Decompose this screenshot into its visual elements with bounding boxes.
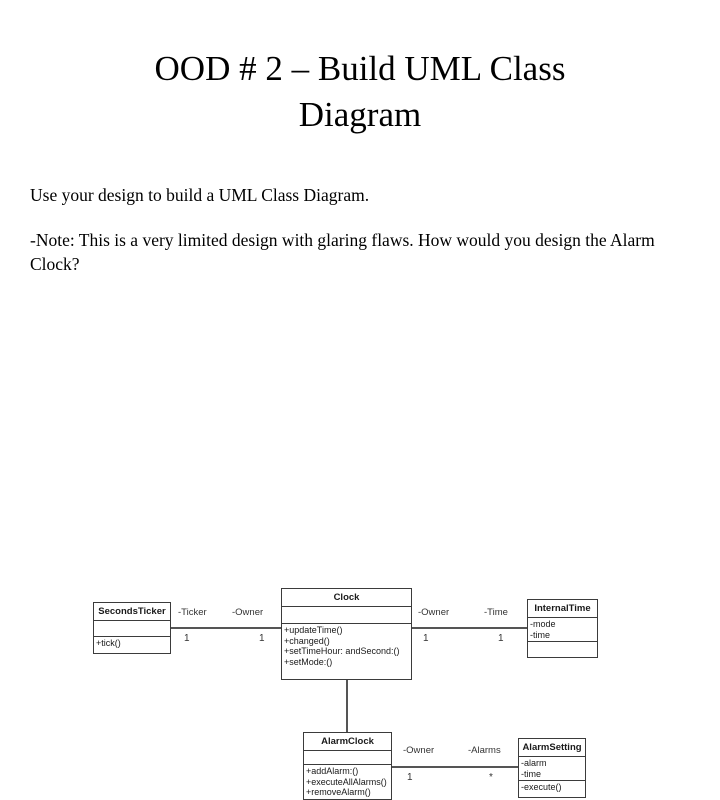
association-line-clock-internaltime — [412, 627, 528, 629]
uml-operations-alarmsetting: -execute() — [519, 781, 585, 797]
uml-class-alarmsetting: AlarmSetting -alarm -time -execute() — [518, 738, 586, 798]
body-paragraph-note: -Note: This is a very limited design wit… — [30, 230, 655, 274]
association-multiplicity-alarmclock-owner: 1 — [407, 772, 413, 783]
uml-attributes-secondsticker — [94, 621, 170, 637]
uml-operation-row: +setTimeHour: andSecond:() — [284, 646, 400, 656]
uml-operation-row: +tick() — [96, 638, 121, 648]
page-title: OOD # 2 – Build UML Class Diagram — [154, 49, 566, 134]
association-role-alarms: -Alarms — [468, 745, 501, 756]
uml-operations-internaltime — [528, 642, 597, 657]
uml-attribute-row: -time — [521, 768, 541, 779]
association-multiplicity-clock-owner: 1 — [259, 633, 265, 644]
uml-operation-row: -execute() — [521, 782, 562, 792]
uml-operation-row: +removeAlarm() — [306, 787, 371, 797]
uml-operation-row: +changed() — [284, 635, 330, 646]
uml-attributes-alarmclock — [304, 751, 391, 765]
association-multiplicity-ticker: 1 — [184, 633, 190, 644]
uml-attribute-row: -time — [530, 629, 550, 640]
uml-attribute-row: -mode — [530, 619, 556, 629]
uml-class-name-alarmsetting: AlarmSetting — [519, 739, 585, 757]
uml-class-clock: Clock +updateTime() +changed() +setTimeH… — [281, 588, 412, 680]
uml-class-alarmclock: AlarmClock +addAlarm:() +executeAllAlarm… — [303, 732, 392, 800]
uml-class-name-clock: Clock — [282, 589, 411, 607]
uml-class-internaltime: InternalTime -mode -time — [527, 599, 598, 658]
uml-class-diagram: -Ticker -Owner 1 1 -Owner -Time 1 1 -Own… — [0, 288, 720, 800]
association-multiplicity-time: 1 — [498, 633, 504, 644]
uml-operation-row: +executeAllAlarms() — [306, 776, 387, 787]
uml-attributes-internaltime: -mode -time — [528, 618, 597, 642]
association-role-clock-owner: -Owner — [232, 607, 264, 618]
uml-class-name-secondsticker: SecondsTicker — [94, 603, 170, 621]
association-role-ticker: -Ticker — [178, 607, 207, 618]
uml-attributes-alarmsetting: -alarm -time — [519, 757, 585, 781]
association-line-alarmclock-alarmsetting — [392, 766, 518, 768]
uml-class-secondsticker: SecondsTicker +tick() — [93, 602, 171, 654]
association-line-ticker-clock — [170, 627, 282, 629]
association-role-time: -Time — [484, 607, 508, 618]
uml-operation-row: +addAlarm:() — [306, 766, 359, 776]
association-role-internaltime-owner: -Owner — [418, 607, 450, 618]
association-multiplicity-internaltime-owner: 1 — [423, 633, 429, 644]
uml-operation-row: +setMode:() — [284, 656, 333, 667]
uml-operations-clock: +updateTime() +changed() +setTimeHour: a… — [282, 624, 411, 679]
uml-class-name-alarmclock: AlarmClock — [304, 733, 391, 751]
uml-attribute-row: -alarm — [521, 758, 547, 768]
uml-operation-row: +updateTime() — [284, 625, 343, 635]
generalization-line-alarmclock-clock — [346, 680, 348, 732]
uml-operations-alarmclock: +addAlarm:() +executeAllAlarms() +remove… — [304, 765, 391, 799]
uml-attributes-clock — [282, 607, 411, 624]
association-role-alarmclock-owner: -Owner — [403, 745, 435, 756]
body-paragraph-instruction: Use your design to build a UML Class Dia… — [30, 185, 370, 205]
uml-operations-secondsticker: +tick() — [94, 637, 170, 653]
uml-class-name-internaltime: InternalTime — [528, 600, 597, 618]
association-multiplicity-alarms: * — [489, 772, 493, 783]
